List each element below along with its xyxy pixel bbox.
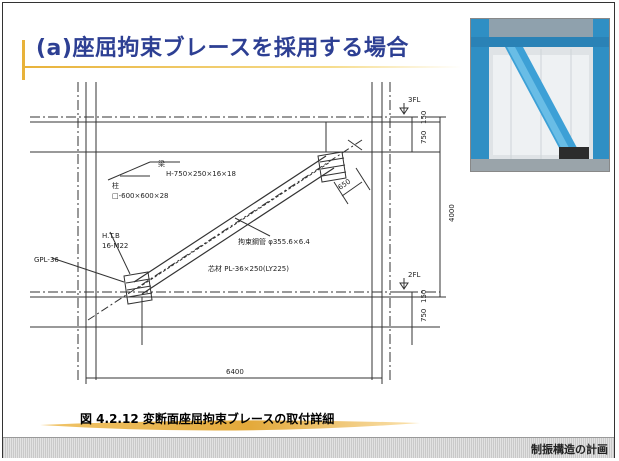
beam-label: 梁 bbox=[158, 159, 165, 168]
dim-4000: 4000 bbox=[448, 204, 456, 222]
brace-photo bbox=[470, 18, 610, 172]
dim-6400: 6400 bbox=[226, 368, 244, 376]
title-accent-vertical bbox=[22, 40, 25, 80]
slide-title: (a)座屈拘束ブレースを採用する場合 bbox=[36, 36, 409, 61]
floor-3fl: 3FL bbox=[408, 96, 420, 104]
caption-swoosh bbox=[40, 420, 420, 431]
htb-label: H.T.B bbox=[102, 232, 120, 240]
dim-150-bottom: 150 bbox=[420, 290, 428, 303]
tube-spec: 拘束鋼管 φ355.6×6.4 bbox=[238, 237, 310, 246]
footer-bar: 制振構造の計画 bbox=[3, 437, 614, 458]
htb-spec: 16-M22 bbox=[102, 242, 128, 250]
footer-text: 制振構造の計画 bbox=[531, 443, 608, 456]
core-spec: 芯材 PL-36×250(LY225) bbox=[208, 264, 289, 273]
figure-caption: 図 4.2.12 変断面座屈拘束ブレースの取付詳細 bbox=[80, 412, 335, 426]
dim-750-bottom: 750 bbox=[420, 309, 428, 322]
title-underline bbox=[22, 66, 462, 68]
beam-spec: H-750×250×16×18 bbox=[166, 170, 236, 178]
floor-2fl: 2FL bbox=[408, 271, 420, 279]
column-spec: □-600×600×28 bbox=[112, 192, 169, 200]
dim-150-top: 150 bbox=[420, 111, 428, 124]
gpl-label: GPL-36 bbox=[34, 256, 59, 264]
column-label: 柱 bbox=[112, 181, 119, 190]
dim-750-top: 750 bbox=[420, 131, 428, 144]
